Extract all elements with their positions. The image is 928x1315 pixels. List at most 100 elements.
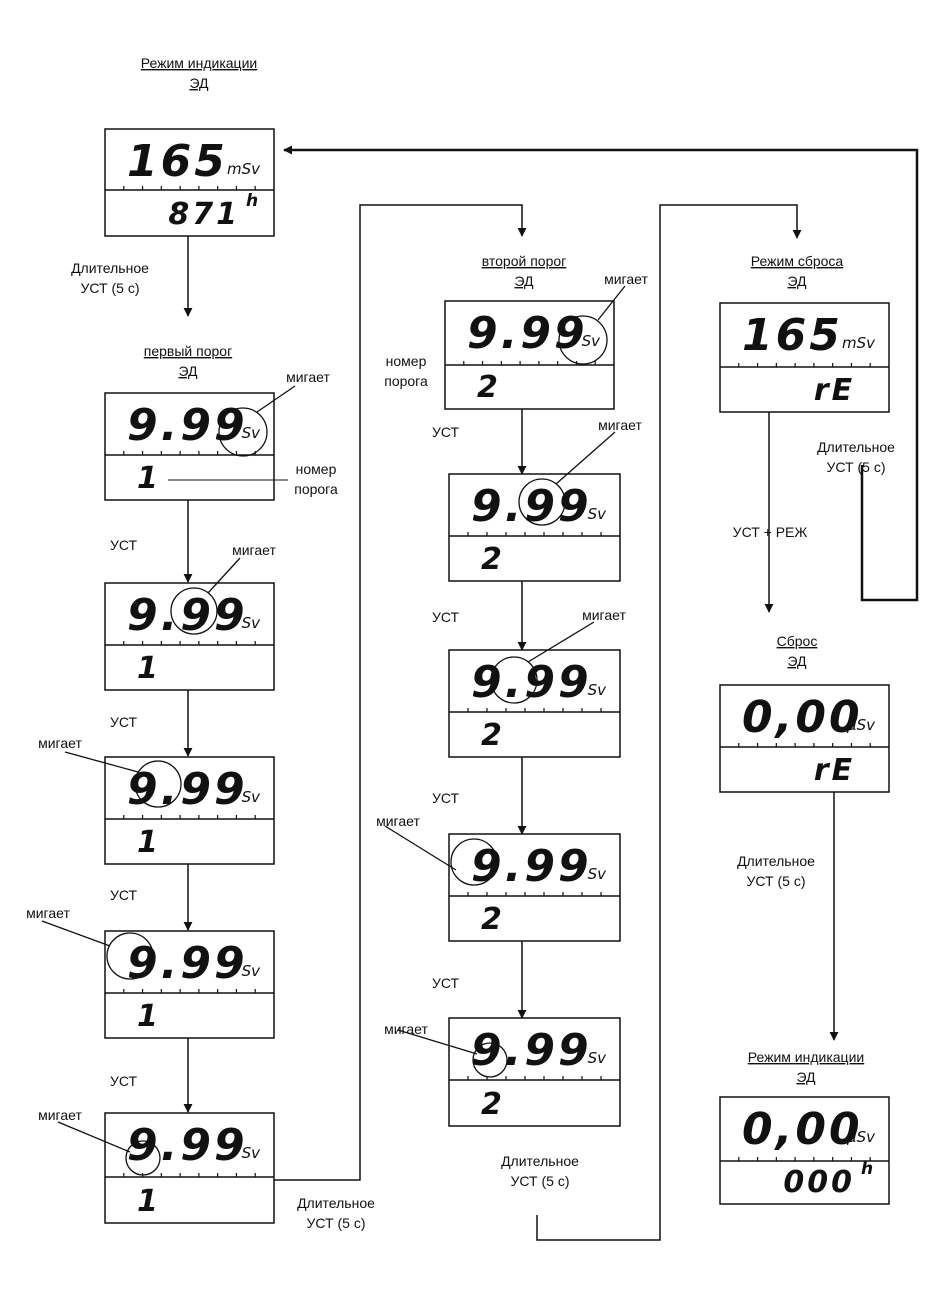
blink-callout-sign-2 [397,1029,508,1078]
lcd-frame [719,302,890,413]
lcd-frame [448,833,621,942]
lcd-hours-suffix: h [861,1159,873,1179]
label-ust-rezh: УСТ + РЕЖ [733,524,808,540]
svg-text:ЭД: ЭД [787,653,807,669]
lcd-scale-ticks [738,743,871,747]
label-blinks: мигает [286,369,330,385]
lcd-secondary-value: 000 [783,1165,855,1200]
lcd-main-value: 9.99 [127,764,248,815]
svg-text:УСТ (5 с): УСТ (5 с) [747,873,806,889]
svg-text:второй порог: второй порог [482,253,567,269]
lcd-frame [448,649,621,758]
label-ust: УСТ [432,609,460,625]
label-blinks: мигает [376,813,420,829]
blink-callout-digit-2-1 [64,751,182,808]
lcd-main-value: 9.99 [471,841,592,892]
label-blinks: мигает [582,607,626,623]
svg-text:Длительное: Длительное [737,853,815,869]
lcd-scale-ticks [123,641,256,645]
return-loop-to-mode-indication [283,145,919,602]
lcd-threshold-number: 1 [137,825,161,860]
label-ust: УСТ [110,537,138,553]
title-mode-indication: Режим индикации ЭД [141,55,257,91]
label-long-press-5: Длительное УСТ (5 с) [737,853,815,889]
svg-text:номер: номер [296,461,337,477]
label-long-press-4: Длительное УСТ (5 с) [817,439,895,475]
lcd-main-value: 165 [127,136,228,187]
svg-text:Режим индикации: Режим индикации [141,55,257,71]
flow-connectors [183,204,839,1241]
svg-text:Длительное: Длительное [297,1195,375,1211]
lcd-unit: μSv [846,1128,876,1146]
lcd-main-value: 0,00 [742,1104,863,1155]
lcd-unit: Sv [242,614,262,632]
lcd-scale-ticks [123,451,256,455]
lcd-scale-ticks [123,815,256,819]
blink-callout-unit-1 [218,385,296,457]
lcd-unit: Sv [588,1049,608,1067]
lcd-unit: Sv [588,865,608,883]
label-blinks: мигает [598,417,642,433]
title-first-threshold: первый порог ЭД [144,343,232,379]
lcd-frame [719,1096,890,1205]
label-blinks: мигает [26,905,70,921]
lcd-frame [719,684,890,793]
svg-text:ЭД: ЭД [178,363,198,379]
svg-text:Режим индикации: Режим индикации [748,1049,864,1065]
lcd-frame [444,300,615,410]
blink-callout-digit-3-1 [170,557,241,635]
lcd-main-value: 0,00 [742,692,863,743]
label-ust: УСТ [110,887,138,903]
label-ust: УСТ [432,790,460,806]
label-blinks: мигает [38,735,82,751]
label-blinks: мигает [384,1021,428,1037]
blink-callout-unit-2 [558,285,626,365]
label-blinks: мигает [604,271,648,287]
lcd-threshold-number: 2 [481,1087,505,1122]
lcd-threshold-number: 2 [481,718,505,753]
lcd-threshold-number: 2 [477,370,501,405]
label-threshold-number-2: номер порога [384,353,428,389]
lcd-frame [104,1112,275,1224]
lcd-threshold-number: 2 [481,542,505,577]
lcd-threshold-number: 2 [481,902,505,937]
svg-text:ЭД: ЭД [796,1069,816,1085]
lcd-unit: Sv [242,1144,262,1162]
title-reset-mode: Режим сброса ЭД [751,253,844,289]
connector-d11-to-d12 [536,204,802,1241]
svg-text:Длительное: Длительное [817,439,895,455]
label-ust: УСТ [110,1073,138,1089]
svg-text:УСТ (5 с): УСТ (5 с) [81,280,140,296]
lcd-frame [104,128,275,237]
lcd-frame [104,930,275,1039]
lcd-unit: Sv [242,788,262,806]
lcd-scale-ticks [123,989,256,993]
lcd-unit: mSv [842,334,876,352]
svg-text:номер: номер [386,353,427,369]
label-threshold-number-1: номер порога [168,461,338,497]
svg-text:УСТ (5 с): УСТ (5 с) [511,1173,570,1189]
lcd-unit: Sv [582,332,602,350]
lcd-hours-suffix: h [246,191,258,211]
svg-text:ЭД: ЭД [787,273,807,289]
lcd-frame [104,756,275,865]
svg-text:Режим сброса: Режим сброса [751,253,844,269]
svg-text:УСТ (5 с): УСТ (5 с) [307,1215,366,1231]
lcd-unit: Sv [242,424,262,442]
svg-text:Длительное: Длительное [501,1153,579,1169]
lcd-frame [104,392,275,501]
title-mode-indication-final: Режим индикации ЭД [748,1049,864,1085]
label-long-press-1: Длительное УСТ (5 с) [71,260,149,296]
lcd-scale-ticks [467,892,602,896]
blink-callout-digit-1-1 [41,920,154,980]
